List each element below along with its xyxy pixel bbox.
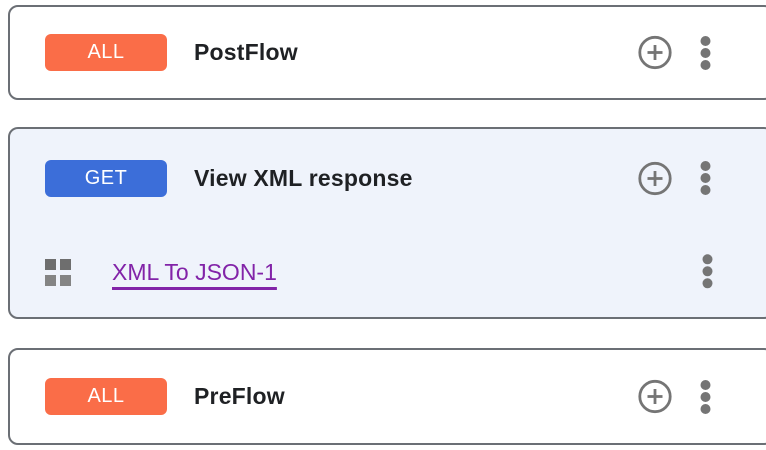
kebab-menu-icon [702, 254, 713, 289]
kebab-menu-icon [700, 35, 711, 70]
flow-menu-button[interactable] [700, 379, 711, 414]
method-badge: GET [45, 159, 167, 197]
method-badge: ALL [45, 34, 167, 71]
flow-title: View XML response [194, 164, 413, 191]
policy-menu-button[interactable] [702, 254, 713, 289]
flow-title: PreFlow [194, 383, 285, 409]
flow-card-postflow[interactable]: ALL PostFlow [8, 5, 766, 100]
plus-circle-icon [638, 161, 672, 195]
flow-header: ALL PostFlow [10, 7, 766, 98]
add-step-button[interactable] [638, 161, 672, 195]
flow-title: PostFlow [194, 39, 298, 65]
kebab-menu-icon [700, 161, 711, 195]
flow-list: ALL PostFlow [8, 5, 766, 445]
policy-step-row: XML To JSON-1 [10, 227, 766, 317]
flow-menu-button[interactable] [700, 35, 711, 70]
plus-circle-icon [638, 379, 672, 414]
grid-squares-icon [45, 256, 72, 289]
flow-header: GET View XML response [10, 129, 766, 227]
flow-header: ALL PreFlow [10, 350, 766, 443]
flow-menu-button[interactable] [700, 161, 711, 196]
flow-card-view-xml-response[interactable]: GET View XML response [8, 127, 766, 319]
plus-circle-icon [638, 35, 672, 70]
flow-card-preflow[interactable]: ALL PreFlow [8, 348, 766, 445]
method-badge: ALL [45, 378, 167, 415]
kebab-menu-icon [700, 379, 711, 414]
add-step-button[interactable] [638, 379, 672, 414]
add-step-button[interactable] [638, 35, 672, 70]
policy-link[interactable]: XML To JSON-1 [112, 258, 277, 285]
